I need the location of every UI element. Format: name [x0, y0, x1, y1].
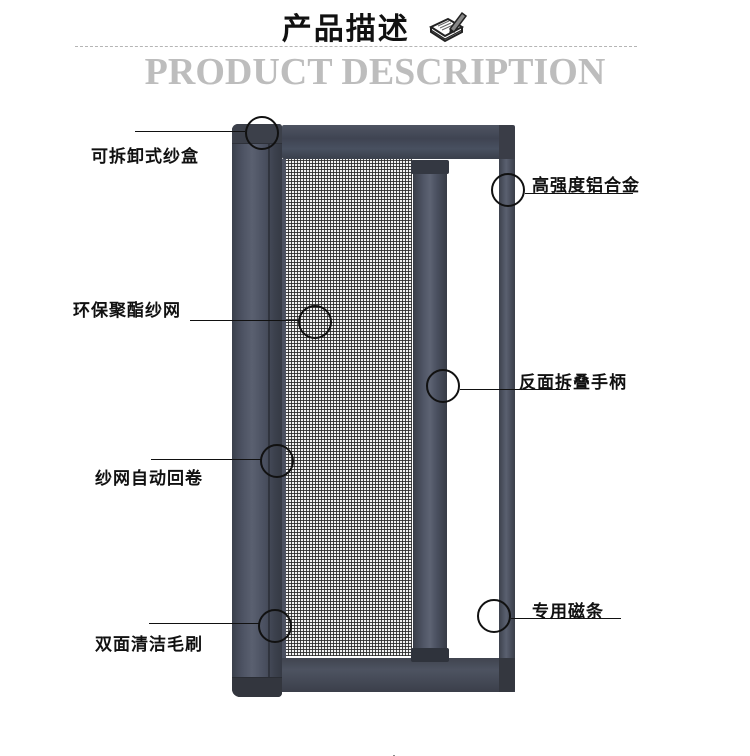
callout-leader-line — [135, 131, 245, 132]
handle-bottom-cap — [411, 648, 449, 662]
cassette-groove — [268, 144, 270, 677]
top-rail — [282, 125, 515, 159]
screen-mesh — [285, 159, 412, 656]
header-divider — [75, 46, 637, 47]
callout-leader-line — [460, 389, 570, 390]
callout-circle — [477, 599, 511, 633]
mesh-edge-rail — [282, 159, 286, 658]
handle-top-cap — [411, 160, 449, 174]
screen-cassette — [232, 124, 282, 697]
callout-label: 可拆卸式纱盒 — [91, 147, 199, 167]
callout-circle — [426, 369, 460, 403]
callout-label: 环保聚酯纱网 — [73, 301, 181, 321]
callout-circle — [245, 116, 279, 150]
callout-label: 双面清洁毛刷 — [95, 635, 203, 655]
callout-circle — [260, 444, 294, 478]
callout-label: 高强度铝合金 — [532, 176, 640, 196]
callout-circle — [491, 173, 525, 207]
notepad-pencil-icon — [428, 9, 468, 43]
callout-leader-line — [151, 459, 261, 460]
section-title: 产品描述 — [281, 12, 410, 47]
cassette-bottom-cap — [232, 677, 282, 697]
callout-leader-line — [190, 320, 299, 321]
section-subtitle: PRODUCT DESCRIPTION — [144, 51, 606, 93]
section-header: 产品描述 — [0, 4, 750, 48]
callout-leader-line — [149, 623, 259, 624]
callout-circle — [298, 305, 332, 339]
bottom-right-corner-cap — [499, 658, 515, 692]
callout-label: 专用磁条 — [532, 602, 604, 622]
callout-circle — [258, 609, 292, 643]
callout-leader-line — [525, 193, 633, 194]
right-side-post — [499, 159, 515, 658]
top-right-corner-cap — [499, 125, 515, 159]
callout-leader-line — [511, 618, 621, 619]
bottom-rail — [282, 658, 515, 692]
pull-handle-bar — [411, 160, 449, 662]
callout-label: 纱网自动回卷 — [95, 469, 203, 489]
callout-label: 反面拆叠手柄 — [519, 373, 627, 393]
